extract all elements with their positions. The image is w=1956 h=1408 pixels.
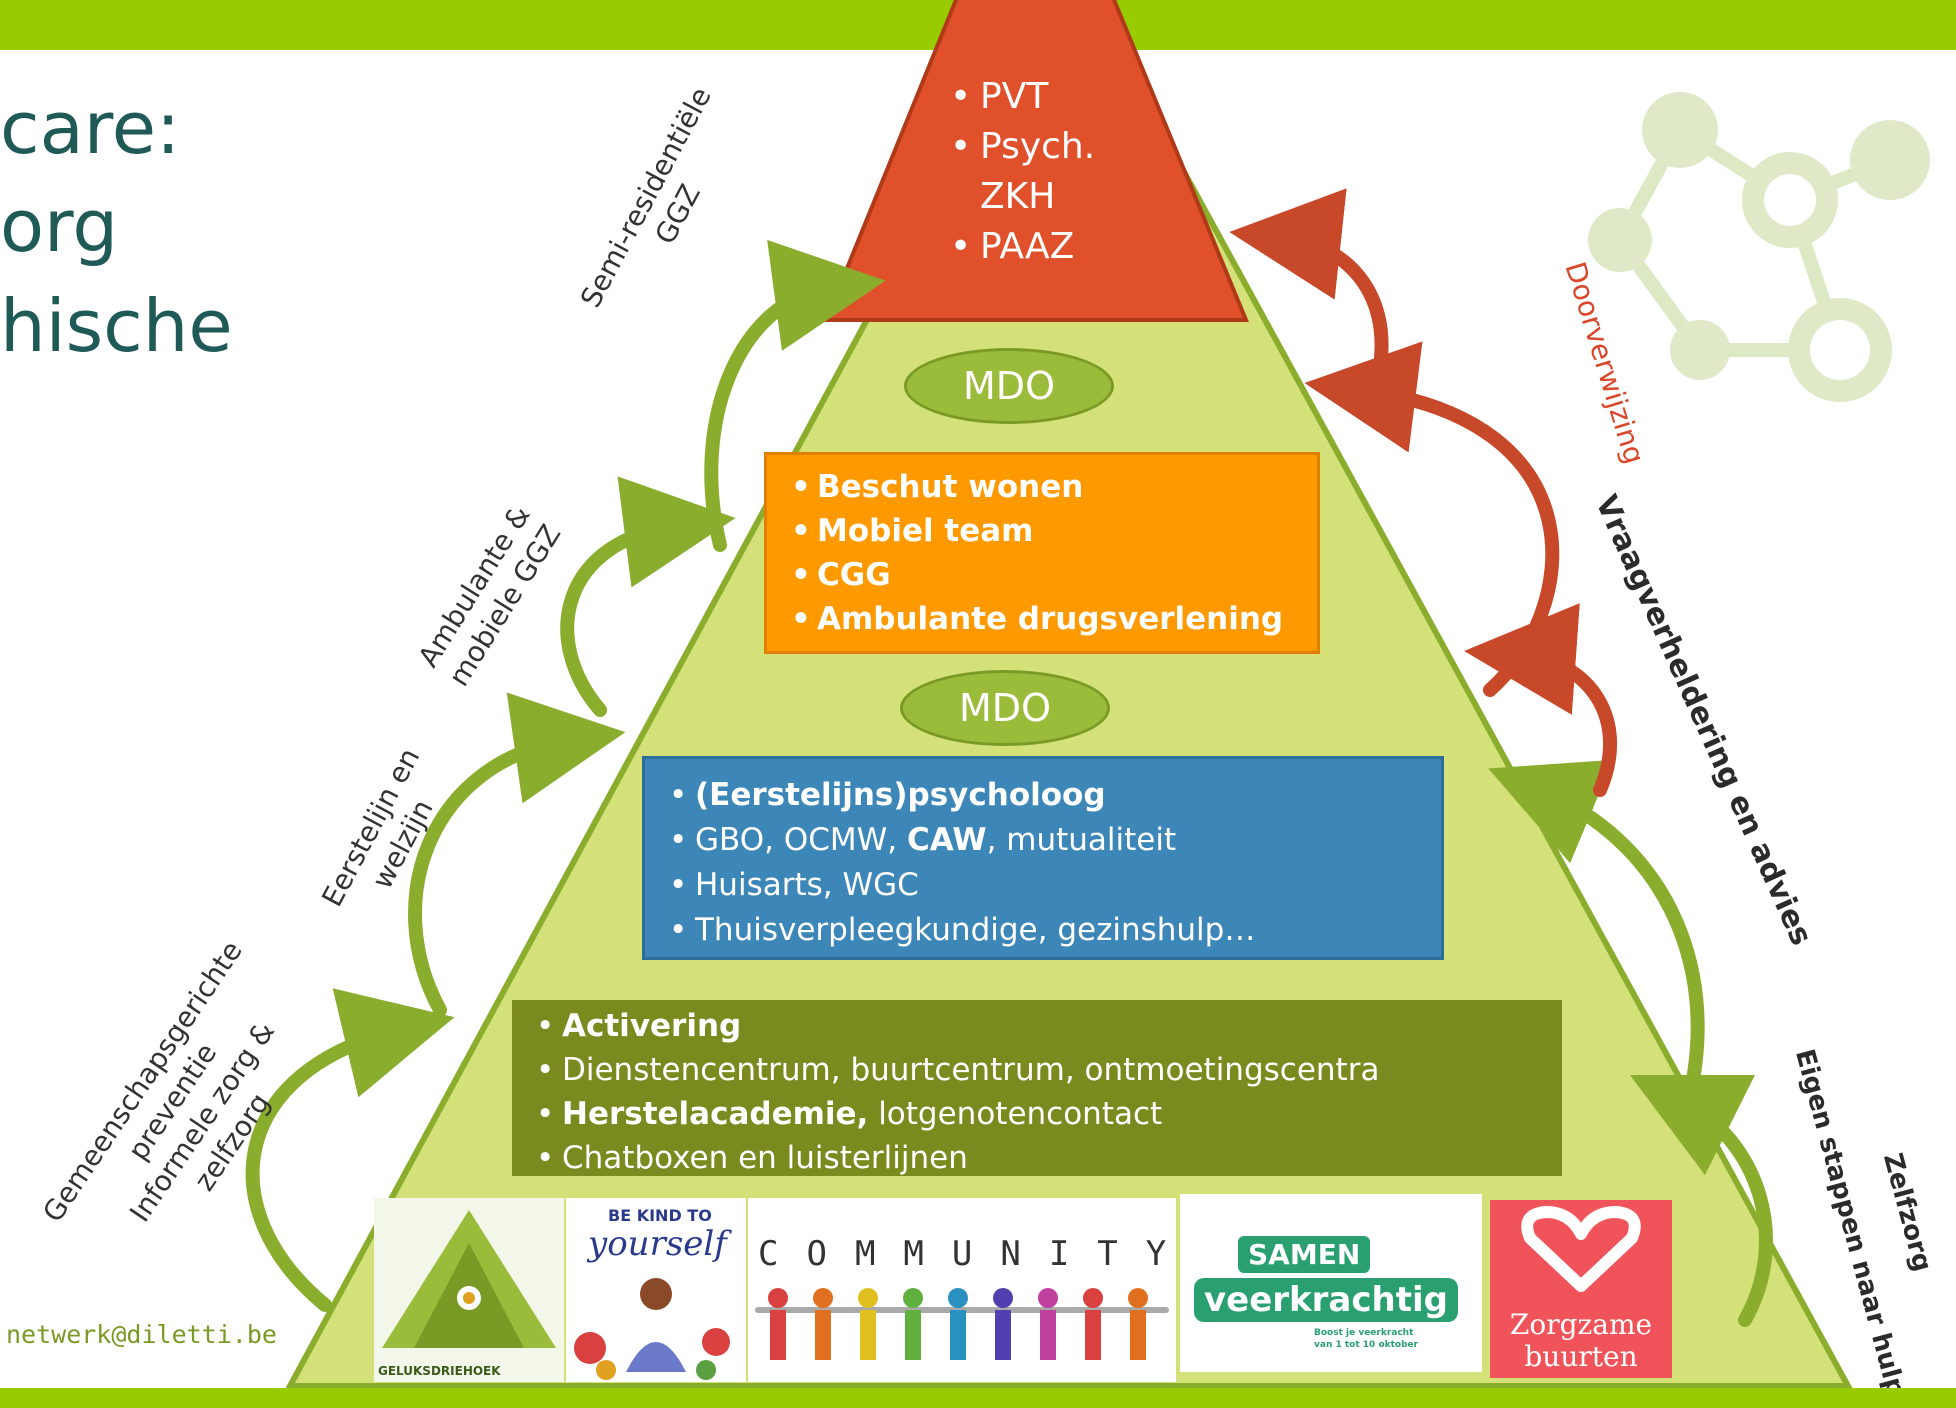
buurten-text: buurten <box>1524 1340 1638 1373</box>
yourself-text: yourself <box>588 1224 727 1264</box>
be-kind-text: BE KIND TO <box>608 1206 712 1225</box>
contact-email[interactable]: netwerk@diletti.be <box>6 1320 277 1349</box>
olive-item: Chatboxen en luisterlijnen <box>526 1136 1562 1180</box>
geluksdriehoek-label: GELUKSDRIEHOEK <box>378 1364 501 1378</box>
title-line-2: org <box>0 184 119 268</box>
triangle-icon <box>382 1210 556 1348</box>
orange-item: Mobiel team <box>781 509 1317 553</box>
top-level-list: PVT Psych. ZKH PAAZ <box>940 72 1095 272</box>
blue-item: GBO, OCMW, CAW, mutualiteit <box>659 818 1441 863</box>
arrow-ambulant-to-semi <box>560 476 736 717</box>
arrow-doorverwijzing-top <box>1229 188 1389 397</box>
arrow-semi-to-top <box>704 239 886 552</box>
bottom-accent-bar <box>0 1388 1956 1408</box>
gemeenschap-box: Activering Dienstencentrum, buurtcentrum… <box>512 1000 1562 1180</box>
mdo-lower-ellipse: MDO <box>900 670 1110 746</box>
boost-text: Boost je veerkracht <box>1314 1328 1414 1338</box>
arrow-zelfzorg-right <box>1629 1074 1773 1327</box>
samen-badge: SAMEN <box>1238 1236 1371 1273</box>
eerstelijn-box: (Eerstelijns)psycholoog GBO, OCMW, CAW, … <box>642 756 1444 960</box>
veerkrachtig-text: veerkrachtig <box>1194 1278 1458 1322</box>
geluksdriehoek-image: GELUKSDRIEHOEK <box>374 1198 564 1382</box>
people-holding-hands-icon <box>755 1288 1169 1360</box>
orange-item: CGG <box>781 553 1317 597</box>
top-item: PAAZ <box>940 222 1095 272</box>
arrow-vraag-right <box>1488 759 1705 1102</box>
blue-item: (Eerstelijns)psycholoog <box>659 773 1441 818</box>
title-line-3: hische <box>0 284 233 368</box>
arrow-eerstelijn-to-ambulant <box>408 692 626 1017</box>
orange-item: Beschut wonen <box>781 465 1317 509</box>
blue-item: Thuisverpleegkundige, gezinshulp… <box>659 908 1441 953</box>
olive-item: Herstelacademie, lotgenotencontact <box>526 1092 1562 1136</box>
olive-item: Dienstencentrum, buurtcentrum, ontmoetin… <box>526 1048 1562 1092</box>
community-image: COMMUNITY <box>748 1198 1176 1382</box>
top-item-continuation: ZKH <box>980 176 1056 217</box>
person-with-flowers-icon <box>574 1278 730 1380</box>
arrow-doorverwijzing-upper <box>1464 603 1617 797</box>
arrow-zelfzorg-to-eerstelijn <box>245 988 455 1312</box>
blue-item: Huisarts, WGC <box>659 863 1441 908</box>
network-decoration-icon <box>1588 92 1930 402</box>
title-line-1: care: <box>0 86 181 170</box>
boost-date-text: van 1 tot 10 oktober <box>1314 1340 1419 1350</box>
zorgzame-text: Zorgzame <box>1509 1308 1653 1341</box>
be-kind-image: BE KIND TO yourself <box>566 1198 746 1382</box>
top-item: PVT <box>940 72 1095 122</box>
ambulante-ggz-box: Beschut wonen Mobiel team CGG Ambulante … <box>764 452 1320 654</box>
heart-icon <box>1521 1206 1641 1292</box>
olive-item: Activering <box>526 1004 1562 1048</box>
top-item: Psych. <box>940 122 1095 172</box>
samen-veerkrachtig-image: SAMEN veerkrachtig Boost je veerkracht v… <box>1180 1194 1482 1372</box>
orange-item: Ambulante drugsverlening <box>781 597 1317 641</box>
mdo-upper-ellipse: MDO <box>904 348 1114 424</box>
zorgzame-buurten-image: Zorgzame buurten <box>1490 1200 1672 1378</box>
community-text: COMMUNITY <box>758 1234 1176 1274</box>
